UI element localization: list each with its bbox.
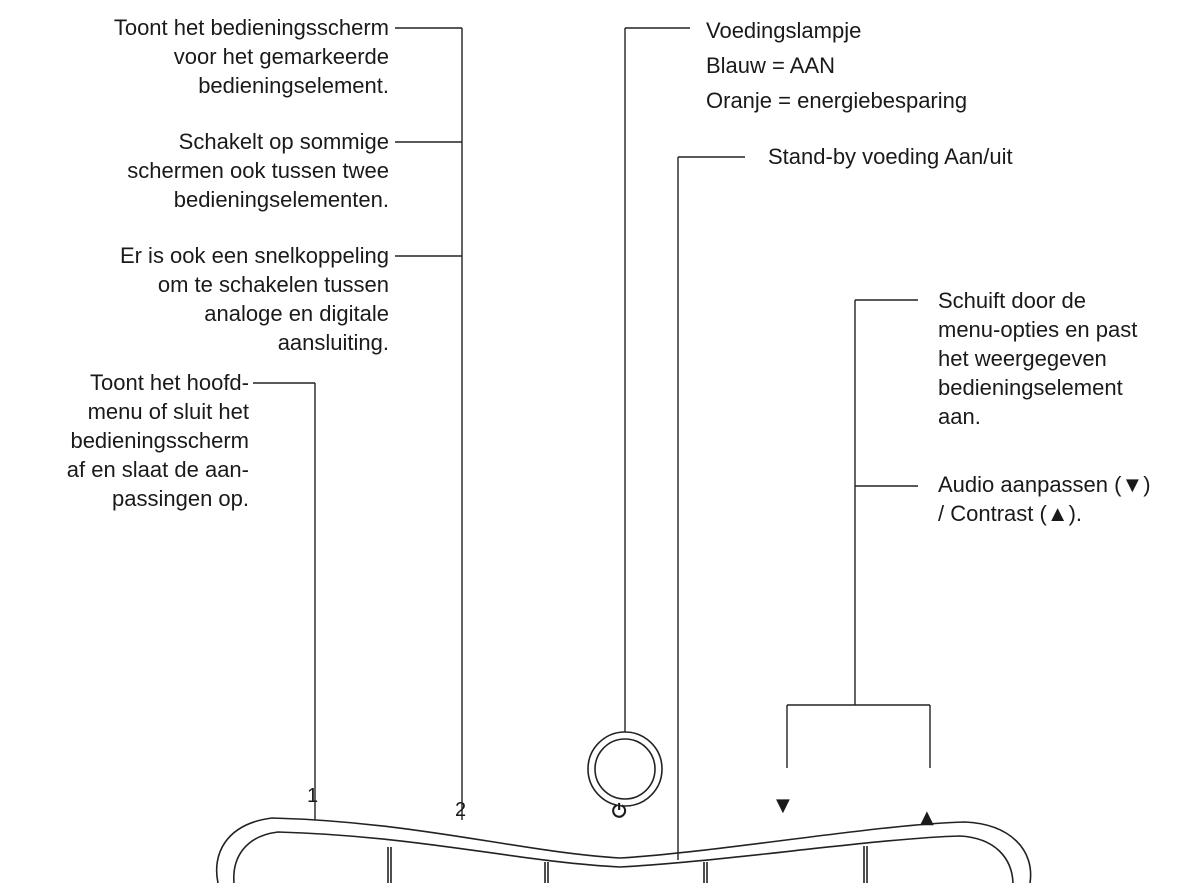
- callout-line: menu of sluit het: [87, 399, 249, 424]
- callout-line: aansluiting.: [277, 330, 389, 355]
- callout-line: bedieningsscherm: [70, 428, 249, 453]
- callout-line: Voedingslampje: [706, 18, 862, 43]
- power-button-icon[interactable]: ⏻: [612, 801, 627, 822]
- callout-standby-power: Stand-by voeding Aan/uit: [768, 142, 1013, 171]
- callout-line: Toont het hoofd-: [89, 370, 249, 395]
- callout-line: het weergegeven: [938, 346, 1107, 371]
- power-led-inner-ring: [594, 738, 656, 800]
- callout-line: analoge en digitale: [204, 301, 389, 326]
- monitor-bezel: [215, 817, 1032, 883]
- button-2[interactable]: 2: [455, 799, 467, 821]
- callout-line: Oranje = energiebesparing: [706, 88, 968, 113]
- callout-line: voor het gemarkeerde: [173, 44, 389, 69]
- callout-line: Schakelt op sommige: [178, 129, 389, 154]
- callout-arrows-shortcut: Audio aanpassen (▼) / Contrast (▲).: [938, 470, 1151, 528]
- callout-line: schermen ook tussen twee: [127, 158, 389, 183]
- callout-line: Audio aanpassen (▼): [938, 472, 1151, 497]
- callout-power-led: Voedingslampje Blauw = AAN Oranje = ener…: [706, 13, 967, 118]
- callout-line: bedieningselement: [938, 375, 1123, 400]
- callout-line: bedieningselement.: [198, 73, 389, 98]
- callout-line: / Contrast (▲).: [938, 501, 1083, 526]
- callout-line: Schuift door de: [938, 288, 1086, 313]
- callout-toggle: Schakelt op sommige schermen ook tussen …: [127, 127, 389, 214]
- callout-line: aan.: [938, 404, 981, 429]
- up-arrow-icon[interactable]: ▲: [920, 807, 934, 828]
- callout-line: Stand-by voeding Aan/uit: [768, 144, 1013, 169]
- callout-control-screen: Toont het bedieningsscherm voor het gema…: [114, 13, 389, 100]
- callout-line: Blauw = AAN: [706, 53, 836, 78]
- callout-line: Er is ook een snelkoppeling: [119, 243, 389, 268]
- callout-line: af en slaat de aan-: [66, 457, 249, 482]
- callout-shortcut: Er is ook een snelkoppeling om te schake…: [120, 241, 389, 357]
- button-1[interactable]: 1: [307, 785, 319, 807]
- callout-arrows-scroll: Schuift door de menu-opties en past het …: [938, 286, 1137, 431]
- callout-line: bedieningselementen.: [173, 187, 389, 212]
- callout-line: passingen op.: [112, 486, 249, 511]
- callout-line: om te schakelen tussen: [157, 272, 389, 297]
- callout-line: Toont het bedieningsscherm: [113, 15, 389, 40]
- down-arrow-icon[interactable]: ▼: [776, 795, 790, 816]
- callout-main-menu: Toont het hoofd- menu of sluit het bedie…: [67, 368, 249, 513]
- callout-line: menu-opties en past: [938, 317, 1138, 342]
